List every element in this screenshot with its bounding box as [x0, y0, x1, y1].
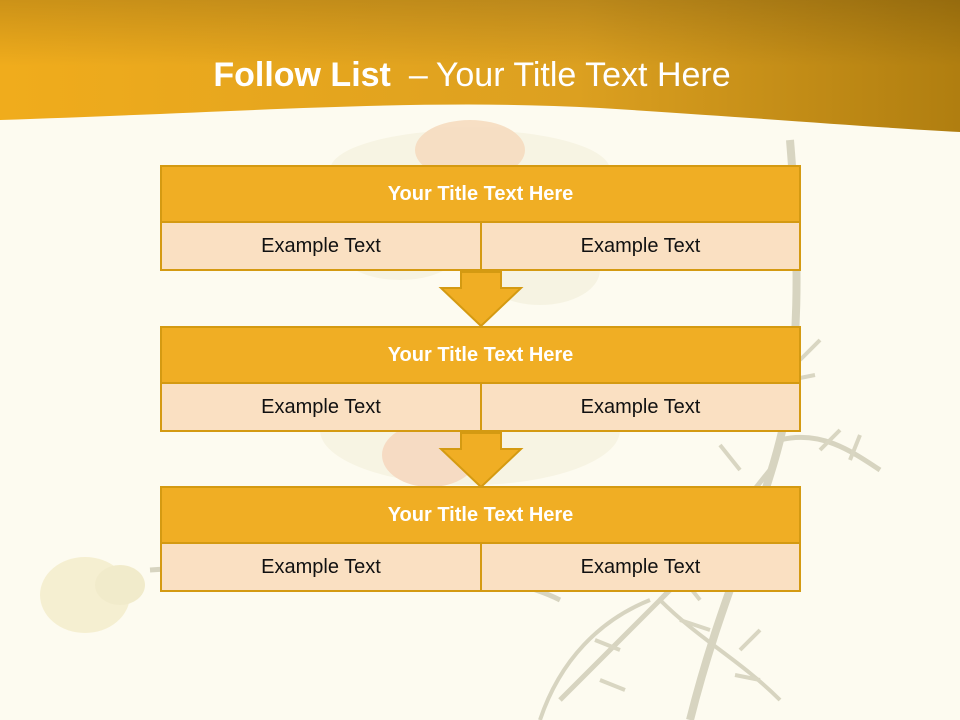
slide-title-rest: Your Title Text Here — [435, 56, 731, 94]
step-title: Your Title Text Here — [160, 486, 801, 544]
down-arrow-icon — [438, 271, 524, 328]
step-left-text: Example Text — [160, 382, 482, 432]
step-left-text: Example Text — [160, 221, 482, 271]
step-right-text: Example Text — [480, 542, 801, 592]
down-arrow-icon — [438, 432, 524, 489]
step-title: Your Title Text Here — [160, 165, 801, 223]
step-right-text: Example Text — [480, 382, 801, 432]
slide-title-separator: – — [408, 56, 428, 94]
step-left-text: Example Text — [160, 542, 482, 592]
header-band — [0, 0, 960, 132]
step-right-text: Example Text — [480, 221, 801, 271]
slide-title: Follow List–Your Title Text Here — [0, 54, 944, 96]
step-title: Your Title Text Here — [160, 326, 801, 384]
slide-title-bold: Follow List — [213, 56, 391, 94]
